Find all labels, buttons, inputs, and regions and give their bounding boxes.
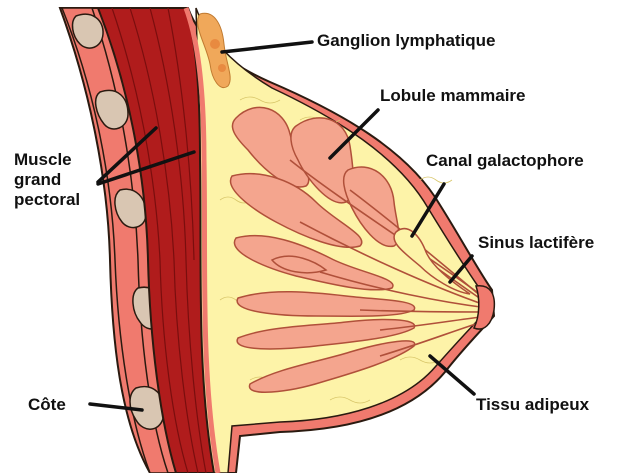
label-muscle-line-3: pectoral: [14, 190, 80, 210]
label-ganglion-lymphatique: Ganglion lymphatique: [317, 31, 496, 51]
label-muscle-line-2: grand: [14, 170, 80, 190]
label-muscle-grand-pectoral: Muscle grand pectoral: [14, 150, 80, 210]
label-cote: Côte: [28, 395, 66, 415]
label-lobule-mammaire: Lobule mammaire: [380, 86, 526, 106]
leader-ganglion: [222, 42, 312, 52]
label-tissu-adipeux: Tissu adipeux: [476, 395, 589, 415]
label-sinus-lactifere: Sinus lactifère: [478, 233, 594, 253]
label-muscle-line-1: Muscle: [14, 150, 80, 170]
label-canal-galactophore: Canal galactophore: [426, 151, 584, 171]
